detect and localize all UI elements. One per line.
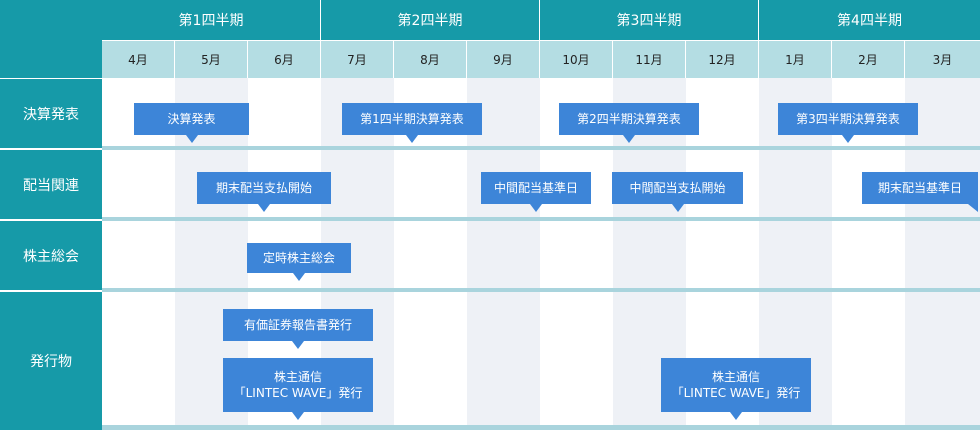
event-label: 有価証券報告書発行 (243, 318, 352, 332)
callout-pointer (968, 204, 978, 212)
event-label: 第3四半期決算発表 (796, 112, 900, 126)
month-feb: 2月 (832, 41, 905, 78)
quarter-4: 第4四半期 (759, 0, 980, 40)
callout-pointer (406, 135, 418, 143)
month-sep: 9月 (467, 41, 540, 78)
row-header-agm: 株主総会 (0, 221, 102, 291)
callout-pointer (530, 204, 542, 212)
event-earnings-q3: 第3四半期決算発表 (778, 103, 918, 143)
event-earnings-q2: 第2四半期決算発表 (559, 103, 699, 143)
callout-pointer (671, 204, 684, 212)
callout-pointer (623, 135, 635, 143)
event-label: 第1四半期決算発表 (360, 112, 464, 126)
event-label: 第2四半期決算発表 (577, 112, 681, 126)
month-apr: 4月 (102, 41, 175, 78)
row-header-publications: 発行物 (0, 292, 102, 430)
event-shareholder-newsletter: 株主通信 「LINTEC WAVE」発行 (661, 358, 811, 420)
row-separator (102, 425, 980, 430)
callout-pointer (293, 273, 305, 281)
month-oct: 10月 (540, 41, 613, 78)
event-shareholder-newsletter: 株主通信 「LINTEC WAVE」発行 (223, 358, 373, 420)
header-corner (0, 0, 102, 78)
event-ordinary-agm: 定時株主総会 (247, 243, 351, 281)
quarter-2: 第2四半期 (321, 0, 540, 40)
row-separator (102, 217, 980, 221)
callout-pointer (185, 135, 198, 143)
event-label-line1: 株主通信 (273, 370, 322, 384)
event-earnings-q1: 第1四半期決算発表 (342, 103, 482, 143)
event-earnings-annual: 決算発表 (134, 103, 249, 143)
event-label-line2: 「LINTEC WAVE」発行 (671, 386, 801, 400)
quarter-3: 第3四半期 (540, 0, 759, 40)
callout-pointer (292, 341, 304, 349)
event-label-line1: 株主通信 (711, 370, 760, 384)
row-header-dividends: 配当関連 (0, 150, 102, 220)
month-jun: 6月 (248, 41, 321, 78)
month-aug: 8月 (394, 41, 467, 78)
event-interim-dividend-payment: 中間配当支払開始 (612, 172, 743, 212)
row-separator (102, 146, 980, 150)
event-label: 中間配当基準日 (493, 181, 578, 195)
event-yearend-dividend-record-date: 期末配当基準日 (862, 172, 978, 212)
callout-pointer (292, 412, 304, 420)
quarter-1: 第1四半期 (102, 0, 321, 40)
row-header-earnings: 決算発表 (0, 79, 102, 149)
event-label: 期末配当基準日 (877, 181, 962, 195)
event-label: 中間配当支払開始 (629, 181, 726, 195)
callout-pointer (258, 204, 270, 212)
month-mar: 3月 (905, 41, 980, 78)
month-jul: 7月 (321, 41, 394, 78)
callout-pointer (842, 135, 854, 143)
month-nov: 11月 (613, 41, 686, 78)
month-may: 5月 (175, 41, 248, 78)
event-label: 期末配当支払開始 (215, 181, 312, 195)
callout-pointer (730, 412, 742, 420)
month-dec: 12月 (686, 41, 759, 78)
event-yearend-dividend-payment: 期末配当支払開始 (197, 172, 331, 212)
event-label: 決算発表 (167, 112, 216, 126)
row-separator (102, 288, 980, 292)
event-securities-report: 有価証券報告書発行 (223, 309, 373, 349)
event-interim-dividend-record-date: 中間配当基準日 (481, 172, 591, 212)
event-label-line2: 「LINTEC WAVE」発行 (233, 386, 363, 400)
month-jan: 1月 (759, 41, 832, 78)
event-label: 定時株主総会 (262, 251, 335, 265)
